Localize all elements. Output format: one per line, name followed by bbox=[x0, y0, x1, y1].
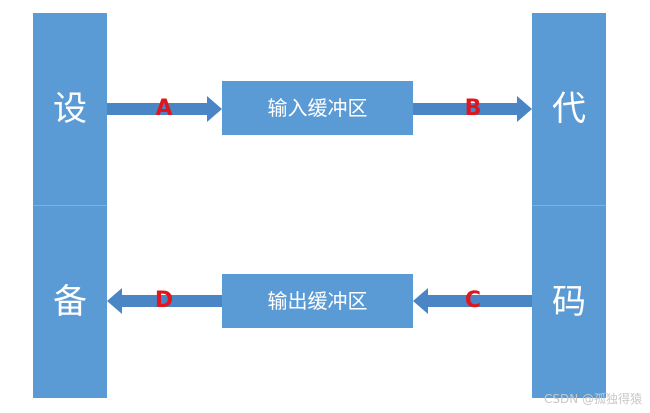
arrow-label-b: B bbox=[464, 96, 482, 121]
device-char-top: 设 bbox=[53, 89, 87, 129]
device-char-bottom: 备 bbox=[53, 282, 87, 322]
arrow-a bbox=[107, 96, 222, 122]
device-bottom-cell: 备 bbox=[33, 205, 107, 399]
device-top-cell: 设 bbox=[33, 13, 107, 205]
code-char-bottom: 码 bbox=[552, 282, 586, 322]
arrow-label-c: C bbox=[464, 288, 482, 313]
code-bottom-cell: 码 bbox=[532, 205, 606, 399]
arrow-d bbox=[107, 288, 222, 314]
output-buffer-box: 输出缓冲区 bbox=[222, 274, 413, 328]
code-top-cell: 代 bbox=[532, 13, 606, 205]
device-bar: 设 备 bbox=[33, 13, 107, 398]
code-char-top: 代 bbox=[552, 89, 586, 129]
watermark: CSDN @孤独得猿 bbox=[543, 392, 642, 406]
arrow-b bbox=[413, 96, 532, 122]
code-bar: 代 码 bbox=[532, 13, 606, 398]
input-buffer-box: 输入缓冲区 bbox=[222, 81, 413, 135]
arrow-label-d: D bbox=[154, 288, 174, 313]
arrow-label-a: A bbox=[155, 96, 173, 121]
arrow-c bbox=[413, 288, 532, 314]
